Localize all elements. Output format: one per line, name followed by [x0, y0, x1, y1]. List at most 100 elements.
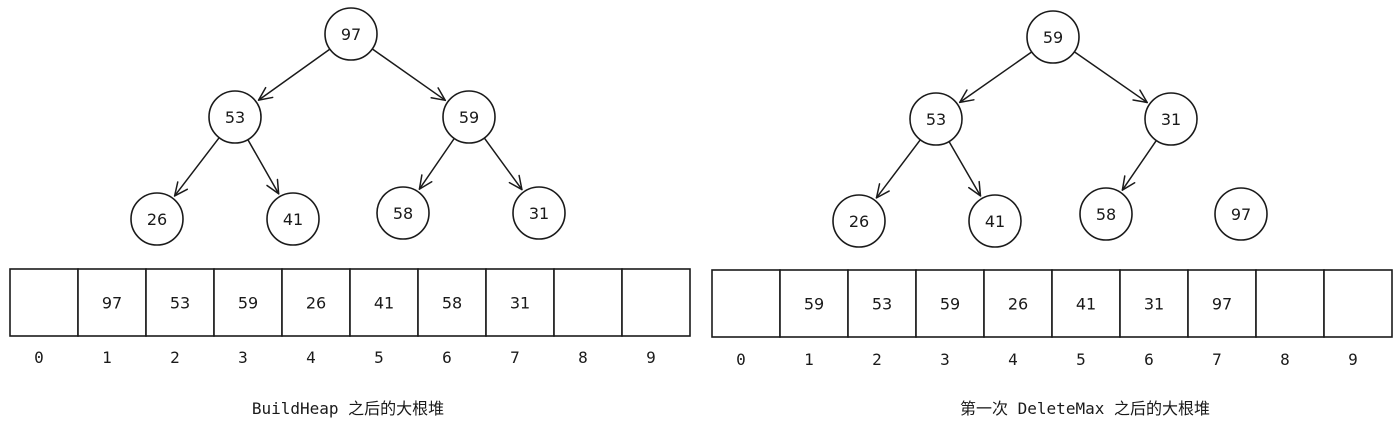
edge-line [257, 48, 330, 101]
node-value: 59 [1043, 28, 1063, 47]
array-cell: 26 [281, 268, 351, 337]
node-circle [1144, 92, 1198, 146]
cell-box [9, 268, 79, 337]
cell-value: 58 [442, 294, 462, 313]
node-circle [442, 90, 496, 144]
array-cell: 59 [915, 269, 985, 338]
arrowhead [508, 174, 523, 191]
array-cell: 31 [1119, 269, 1189, 338]
cell-box [77, 268, 147, 337]
arrowhead [958, 89, 975, 104]
node-circle [130, 192, 184, 246]
heap-edge [247, 139, 280, 195]
array-index: 0 [34, 348, 44, 367]
array-cell [1255, 269, 1325, 338]
array-index: 4 [306, 348, 316, 367]
edge-line [948, 141, 982, 197]
array-cell: 41 [1051, 269, 1121, 338]
array-index: 7 [510, 348, 520, 367]
node-value: 53 [225, 108, 245, 127]
cell-box [417, 268, 487, 337]
heap-node: 58 [376, 186, 430, 240]
node-value: 97 [341, 25, 361, 44]
array-index: 1 [102, 348, 112, 367]
cell-value: 97 [1212, 295, 1232, 314]
array-index: 8 [1280, 350, 1290, 369]
edge-line [372, 48, 447, 102]
heap-node: 59 [442, 90, 496, 144]
cell-value: 53 [170, 294, 190, 313]
heap-node: 26 [832, 194, 886, 248]
array-index: 6 [442, 348, 452, 367]
heap-node: 97 [324, 7, 378, 61]
cell-value: 59 [940, 295, 960, 314]
arrowhead [257, 86, 274, 101]
array-cell: 53 [847, 269, 917, 338]
node-value: 58 [1096, 205, 1116, 224]
node-value: 41 [283, 210, 303, 229]
array-index: 3 [238, 348, 248, 367]
heap-node: 59 [1026, 10, 1080, 64]
array-index: 0 [736, 350, 746, 369]
cell-value: 53 [872, 295, 892, 314]
edge-line [173, 137, 220, 197]
heap-node: 58 [1079, 187, 1133, 241]
heap-node: 53 [909, 92, 963, 146]
cell-box [1323, 269, 1393, 338]
node-circle [376, 186, 430, 240]
node-value: 59 [459, 108, 479, 127]
cell-box [983, 269, 1053, 338]
array-index: 2 [872, 350, 882, 369]
node-circle [1214, 187, 1268, 241]
array-cell [711, 269, 781, 338]
edge-line [1121, 140, 1157, 191]
cell-box [281, 268, 351, 337]
heap-edge [1121, 140, 1157, 191]
cell-value: 31 [510, 294, 530, 313]
array-cell [553, 268, 623, 337]
array-index: 5 [374, 348, 384, 367]
node-circle [1079, 187, 1133, 241]
arrowhead [1121, 175, 1136, 191]
node-value: 26 [849, 212, 869, 231]
node-circle [968, 194, 1022, 248]
array-cell: 58 [417, 268, 487, 337]
array-index: 1 [804, 350, 814, 369]
heap-node: 41 [968, 194, 1022, 248]
cell-value: 31 [1144, 295, 1164, 314]
heap-node: 31 [512, 186, 566, 240]
heap-node: 53 [208, 90, 262, 144]
heap-edge [875, 139, 921, 199]
arrowhead [418, 174, 433, 190]
array-cell: 97 [77, 268, 147, 337]
panel-caption: BuildHeap 之后的大根堆 [252, 399, 444, 418]
array-index: 7 [1212, 350, 1222, 369]
cell-value: 26 [306, 294, 326, 313]
cell-box [1051, 269, 1121, 338]
node-circle [832, 194, 886, 248]
array-cell: 41 [349, 268, 419, 337]
array-cell [1323, 269, 1393, 338]
heap-node: 26 [130, 192, 184, 246]
node-circle [208, 90, 262, 144]
node-circle [1026, 10, 1080, 64]
node-circle [909, 92, 963, 146]
node-value: 53 [926, 110, 946, 129]
array-index: 4 [1008, 350, 1018, 369]
heap-node: 41 [266, 192, 320, 246]
arrowhead [968, 180, 982, 197]
edge-line [1074, 51, 1148, 104]
heap-edge [958, 51, 1032, 104]
node-value: 97 [1231, 205, 1251, 224]
cell-value: 26 [1008, 295, 1028, 314]
cell-box [1255, 269, 1325, 338]
array-cell: 53 [145, 268, 215, 337]
cell-box [213, 268, 283, 337]
cell-box [621, 268, 691, 337]
heap-edge [948, 141, 982, 197]
node-value: 41 [985, 212, 1005, 231]
cell-box [1119, 269, 1189, 338]
cell-box [485, 268, 555, 337]
